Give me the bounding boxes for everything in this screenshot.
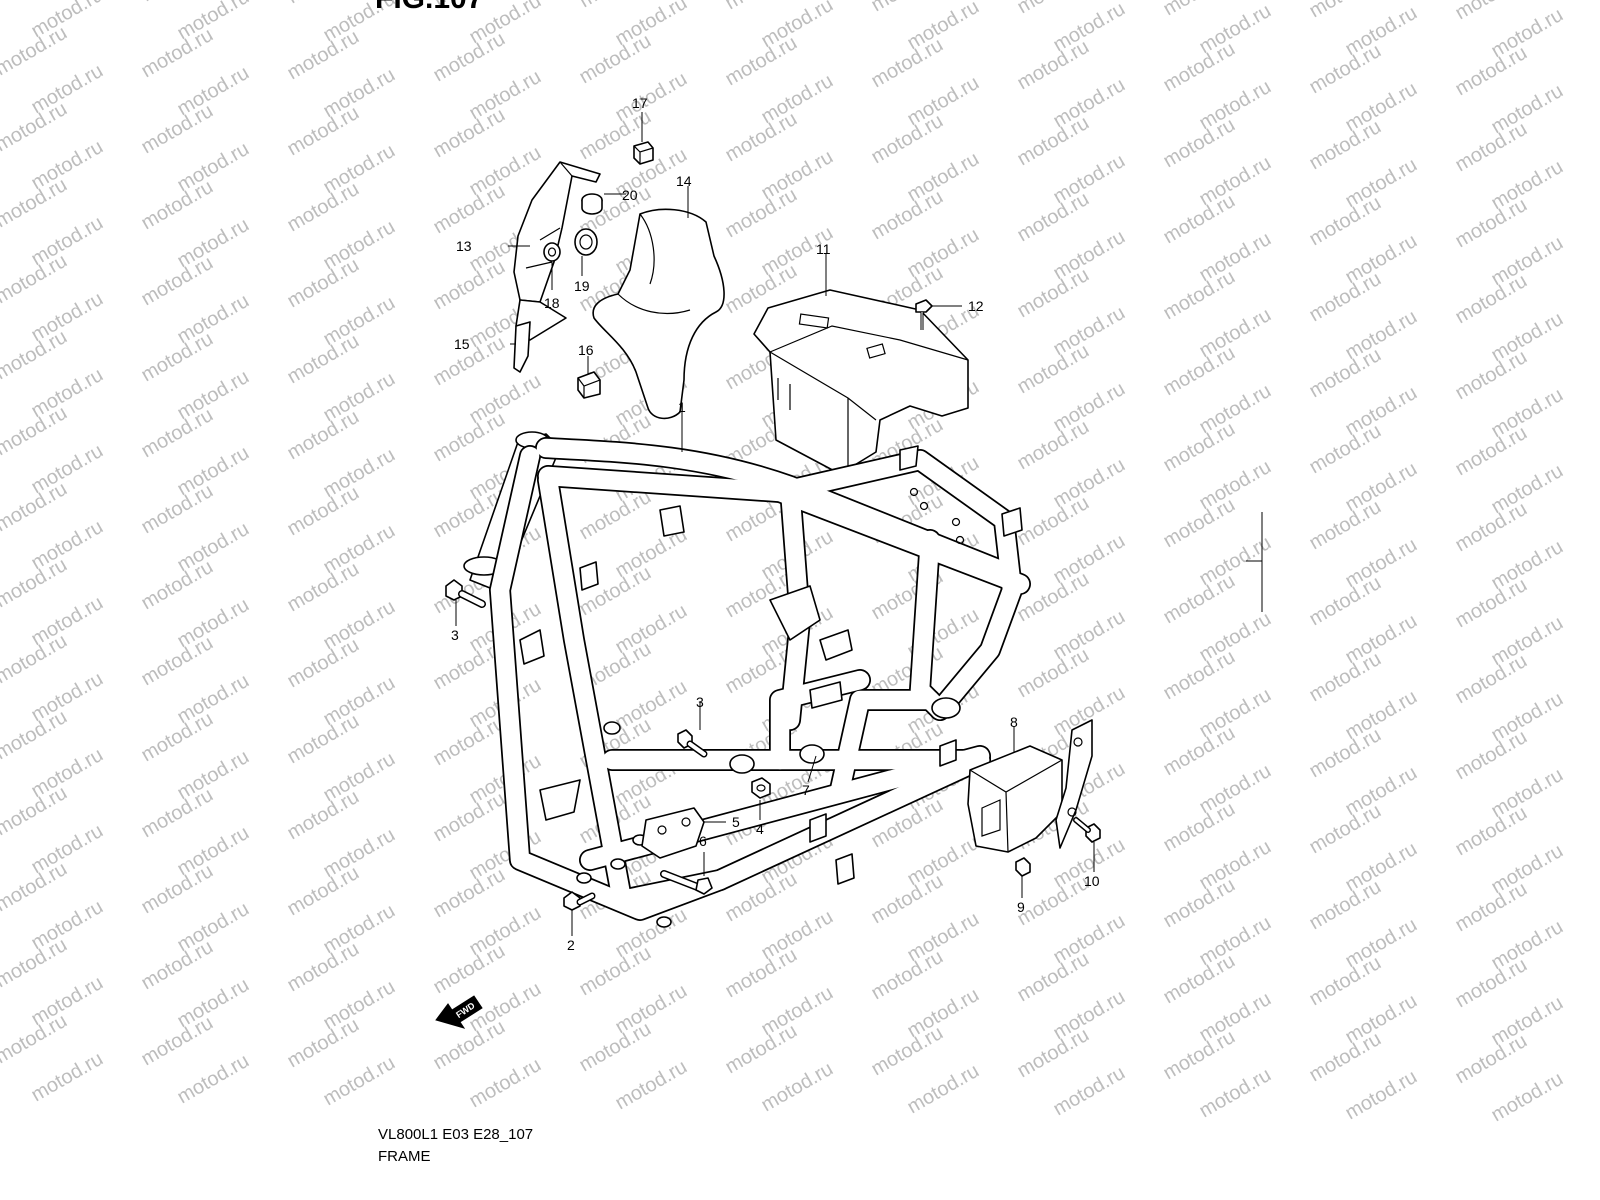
part-8-bracket [967,719,1093,853]
part-9-bolt [1015,857,1031,877]
frame-bracket [819,629,853,661]
frame-bracket [809,813,827,843]
part-17-cushion [633,141,654,165]
figure-header: FIG.107 [375,0,483,15]
frame-hole [919,501,929,511]
frame-boss [610,858,626,870]
frame-tube-fill [538,470,632,910]
frame-hole [909,487,919,497]
frame-boss [576,872,592,884]
watermark-text: motod.ru [612,1056,691,1115]
frame-boss [603,721,621,735]
part-1-frame [463,431,1031,928]
callout-5: 5 [732,814,740,830]
part-20-grommet [581,193,603,215]
watermark-text: motod.ru [138,0,217,6]
watermark-text: motod.ru [1160,0,1239,20]
callout-9: 9 [1017,899,1025,915]
frame-bracket [1001,507,1023,537]
frame-bracket [659,505,685,537]
callout-3a: 3 [451,627,459,643]
callout-labels: 1 2 3 3 4 5 6 7 8 9 10 11 12 13 14 15 16… [451,95,1100,953]
callout-20: 20 [622,187,638,203]
frame-bracket [539,779,581,821]
part-14-cover [592,208,725,420]
callout-18: 18 [544,295,560,311]
callout-19: 19 [574,278,590,294]
frame-tube-fill [612,750,990,910]
frame-bracket [899,445,919,471]
frame-hole [951,517,961,527]
frame-bracket [835,853,855,885]
callout-8: 8 [1010,714,1018,730]
fwd-arrow-icon: FWD [435,995,483,1029]
watermark-text: motod.ru [284,0,363,8]
frame-bracket [939,739,957,767]
callout-3b: 3 [696,694,704,710]
callout-4: 4 [756,821,764,837]
callout-14: 14 [676,173,692,189]
part-3-bolt-upper [445,579,486,608]
part-5-plate [641,807,705,859]
watermark-text: motod.ru [466,1054,545,1113]
frame-tube-fill [770,450,1022,600]
frame-boss [656,916,672,928]
callout-2: 2 [567,937,575,953]
callout-17: 17 [632,95,648,111]
caption-model-code: VL800L1 E03 E28_107 [378,1126,534,1143]
frame-hole [955,535,965,545]
watermark-text: motod.ru [1050,1062,1129,1121]
frame-boss [729,754,755,774]
frame-bracket [519,629,545,665]
part-16-cushion [577,371,601,399]
leader-lines [455,112,1095,936]
part-12-screw [915,299,933,330]
watermark-text: motod.ru [1196,1064,1275,1123]
callout-13: 13 [456,238,472,254]
callout-12: 12 [968,298,984,314]
watermark-text: motod.ru [868,0,947,16]
part-6-bolt [660,870,713,895]
caption-title: FRAME [378,1148,431,1165]
watermark-text: motod.ru [320,1052,399,1111]
watermark-text: motod.ru [758,1058,837,1117]
watermark-text: motod.ru [576,0,655,12]
part-4-nut [751,777,771,799]
part-15-plate [513,321,531,373]
callout-10: 10 [1084,873,1100,889]
part-2-bolt [563,891,596,911]
scale-mark [1246,512,1263,612]
part-11-battery-tray [753,289,969,475]
part-18-spacer [543,242,561,262]
watermark-text: motod.ru [1452,0,1531,24]
frame-bracket [769,585,821,641]
frame-boss [931,697,961,719]
callout-1: 1 [678,399,686,415]
part-3-bolt-lower [677,729,708,758]
frame-bracket [579,561,599,591]
callout-16: 16 [578,342,594,358]
watermark-text: motod.ru [1488,1068,1567,1127]
frame-tube-fill [536,438,1010,580]
callout-15: 15 [454,336,470,352]
watermark-text: motod.ru [1342,1066,1421,1125]
part-10-bolt [1073,817,1101,843]
part-19-bush [574,228,598,256]
frame-tube-fill [930,580,1022,720]
frame-boss [799,744,825,764]
watermark-text: motod.ru [28,1048,107,1107]
watermark-text: motod.ru [904,1060,983,1119]
callout-11: 11 [816,241,831,257]
callout-7: 7 [802,782,810,798]
frame-tube-fill [830,690,940,800]
watermark-text: motod.ru [1306,0,1385,22]
callout-6: 6 [699,833,707,849]
watermark-text: motod.ru [1014,0,1093,18]
watermark-text: motod.ru [722,0,801,14]
frame-bracket [809,681,843,709]
watermark-text: motod.ru [174,1050,253,1109]
